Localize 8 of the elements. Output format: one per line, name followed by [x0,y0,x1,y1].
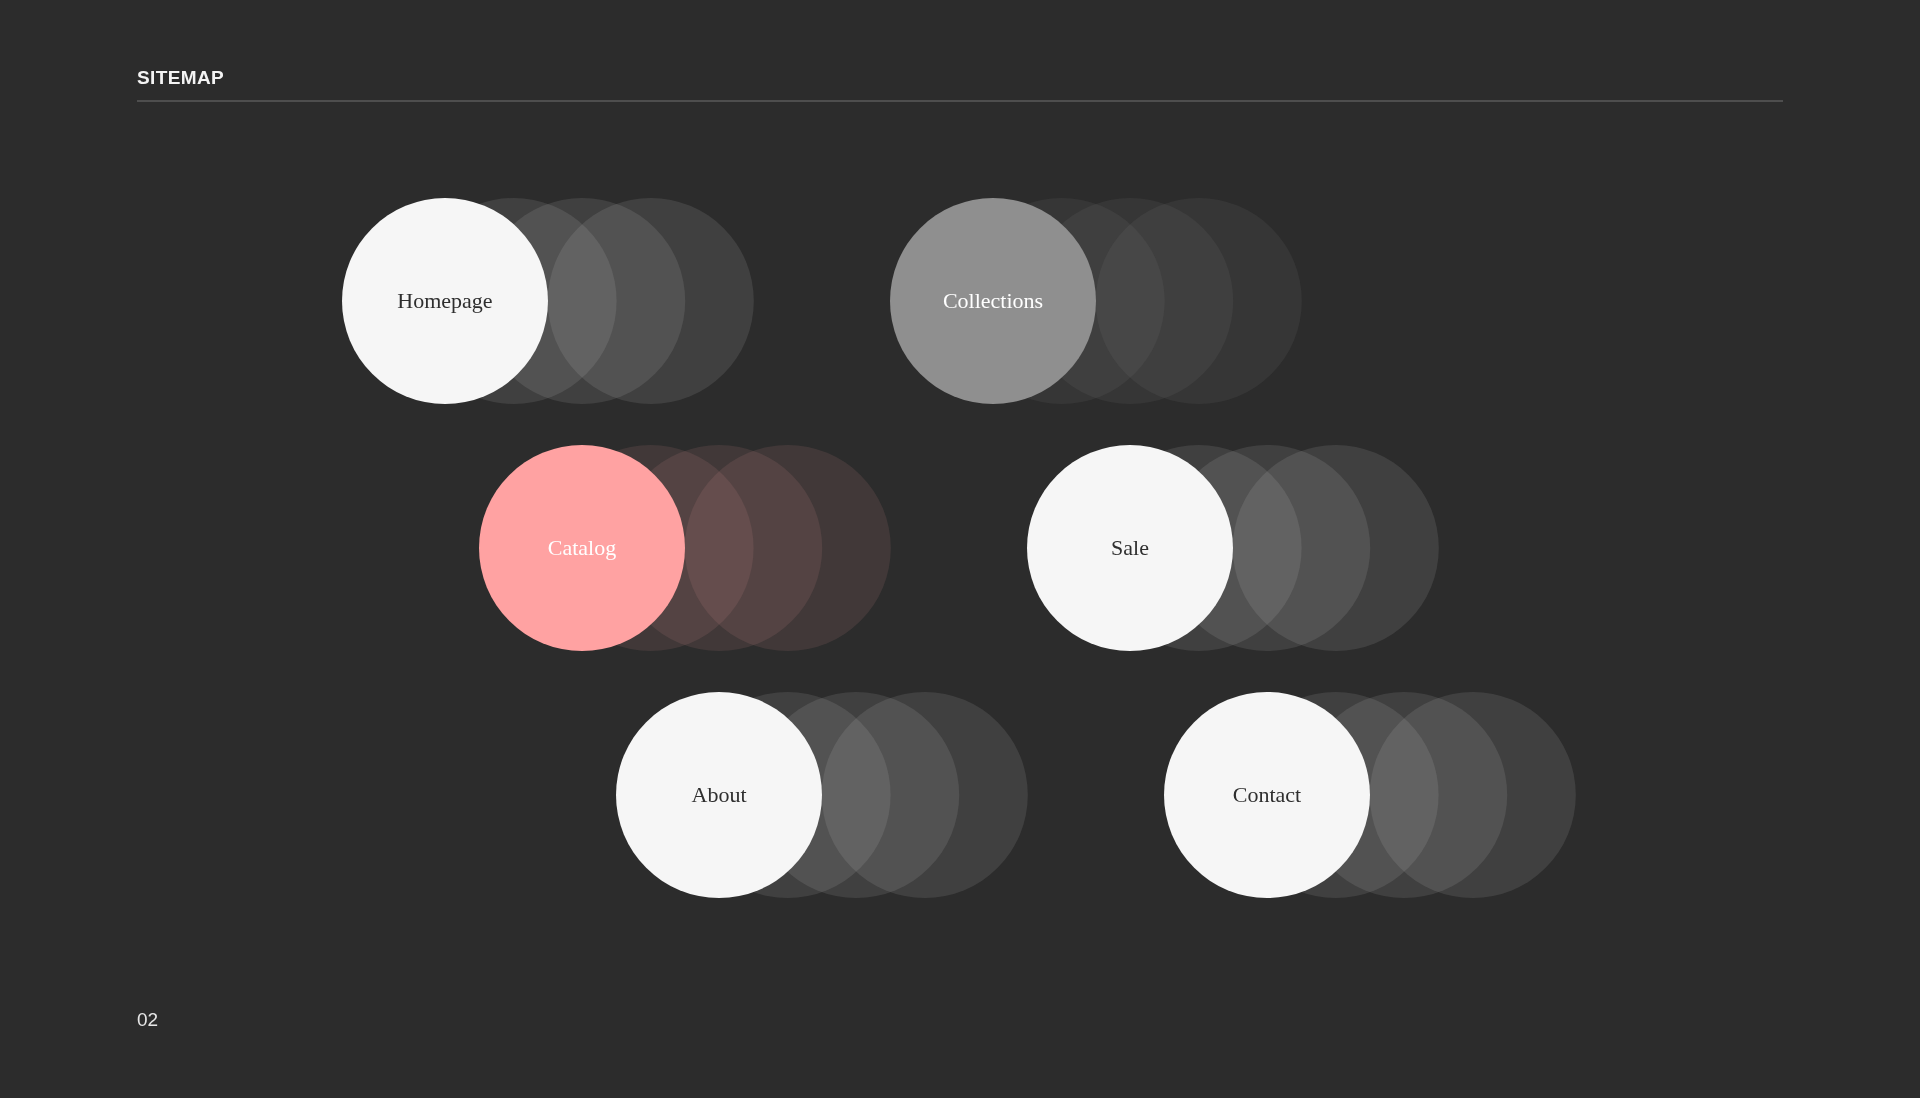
page-label: Sale [1111,534,1149,562]
page-number: 02 [137,1010,159,1029]
page-title: SITEMAP [137,68,225,87]
page-label: Catalog [547,534,617,562]
page-label: Collections [942,287,1044,315]
page-label: Contact [1232,781,1302,809]
page-label: Homepage [397,287,493,315]
page-label: About [691,781,747,809]
